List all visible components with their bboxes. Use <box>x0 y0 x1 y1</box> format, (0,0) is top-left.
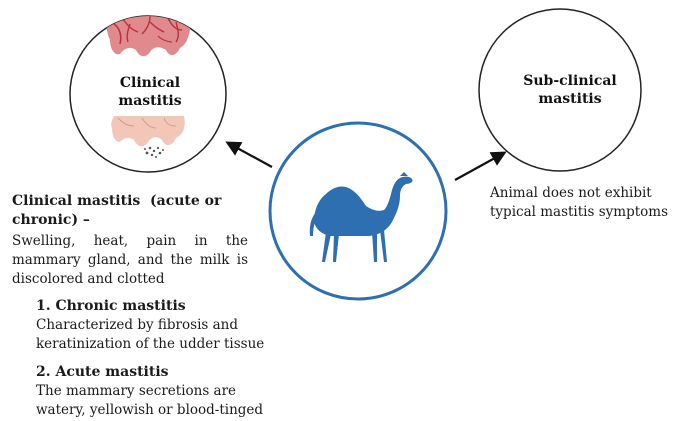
inflamed-udder-illustration <box>107 14 191 56</box>
acute-mastitis-line1: The mammary secretions are <box>36 382 296 401</box>
subclinical-mastitis-label: Sub-clinical mastitis <box>500 72 640 108</box>
clinical-mastitis-label: Clinical mastitis <box>100 74 200 110</box>
arrow-to-clinical <box>228 143 272 167</box>
chronic-mastitis-line1: Characterized by fibrosis and <box>36 316 296 335</box>
chronic-mastitis-block: 1. Chronic mastitis Characterized by fib… <box>36 297 296 354</box>
clinical-heading-line1: Clinical mastitis (acute or <box>12 192 257 211</box>
clinical-heading-line2: chronic) – <box>12 211 257 230</box>
chronic-mastitis-line2: keratinization of the udder tissue <box>36 335 296 354</box>
acute-mastitis-block: 2. Acute mastitis The mammary secretions… <box>36 363 296 420</box>
subclinical-desc-line2: typical mastitis symptoms <box>490 203 680 222</box>
chronic-mastitis-title: 1. Chronic mastitis <box>36 297 296 316</box>
subclinical-mastitis-description: Animal does not exhibit typical mastitis… <box>490 184 680 222</box>
acute-mastitis-title: 2. Acute mastitis <box>36 363 296 382</box>
acute-mastitis-line2: watery, yellowish or blood-tinged <box>36 401 296 420</box>
subclinical-label-line1: Sub-clinical <box>500 72 640 90</box>
clinical-mastitis-heading: Clinical mastitis (acute or chronic) – <box>12 192 257 230</box>
subclinical-label-line2: mastitis <box>500 90 640 108</box>
subclinical-desc-line1: Animal does not exhibit <box>490 184 680 203</box>
arrow-to-subclinical <box>455 153 504 180</box>
clinical-mastitis-description: Swelling, heat, pain in the mammary glan… <box>12 232 248 289</box>
clinical-label-line2: mastitis <box>100 92 200 110</box>
clinical-label-line1: Clinical <box>100 74 200 92</box>
